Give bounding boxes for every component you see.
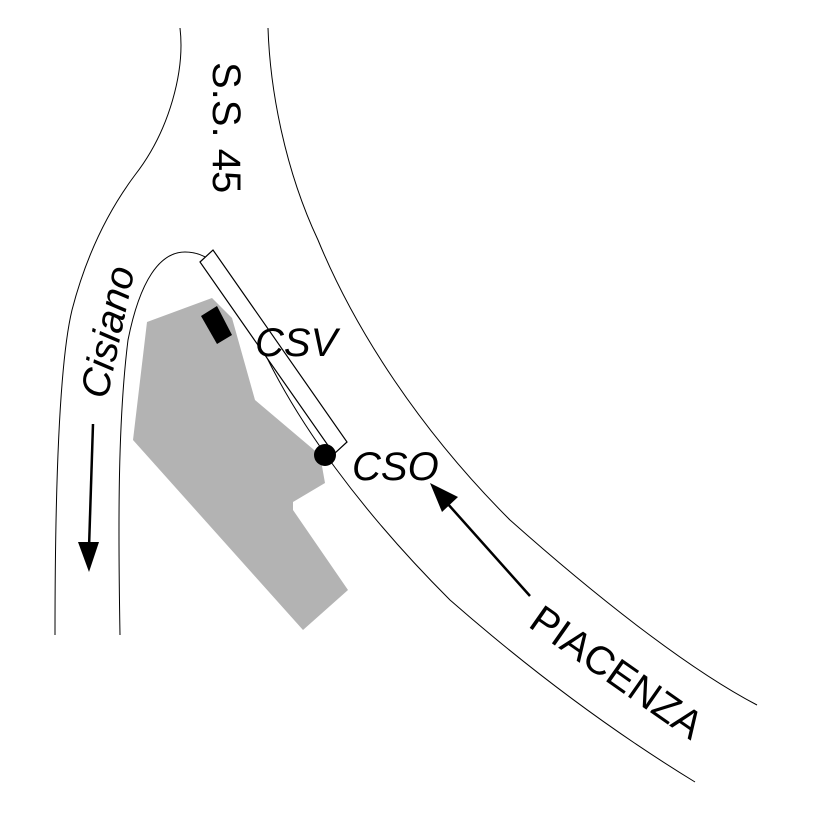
building-plot [133, 298, 348, 630]
arrow-to-cisiano-shaft [87, 423, 95, 549]
arrow-from-piacenza-shaft [446, 502, 531, 597]
piacenza-label: PIACENZA [522, 597, 711, 748]
cso-label: CSO [352, 445, 439, 489]
main-road-east-edge [267, 27, 758, 706]
main-road-west-edge [54, 27, 182, 636]
road-name-label: S.S. 45 [204, 62, 248, 193]
csv-station-strip [199, 249, 348, 455]
csv-marker [201, 306, 232, 344]
csv-label: CSV [255, 321, 341, 365]
arrow-down-icon [78, 542, 99, 572]
cisiano-label: Cisiano [73, 262, 144, 402]
arrow-up-left-icon [430, 483, 458, 512]
cso-marker [314, 444, 336, 466]
